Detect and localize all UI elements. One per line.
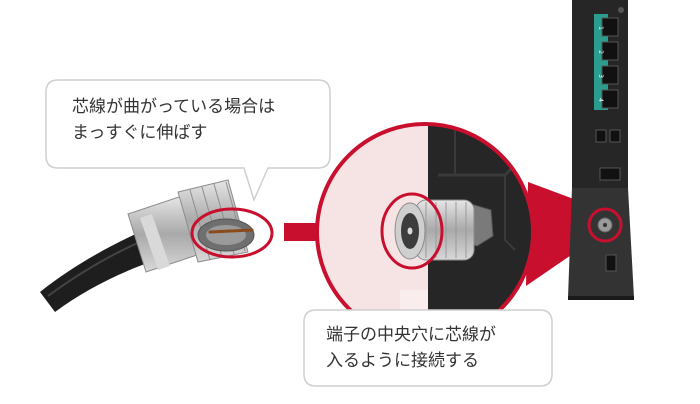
core-wire	[208, 228, 254, 234]
port-label-2: 2	[597, 50, 604, 54]
antenna-terminal	[597, 217, 613, 233]
phone-ports	[595, 129, 621, 143]
port-label-3: 3	[597, 74, 604, 78]
port-labels: 1 2 3 4	[597, 26, 604, 102]
coax-cable	[40, 232, 150, 312]
port-label-strip	[594, 14, 608, 110]
terminal-highlight-ring	[380, 192, 444, 270]
callout-top-line-1: 芯線が曲がっている場合は	[72, 97, 276, 117]
callout-bottom-line-2: 入るように接続する	[326, 351, 479, 371]
core-wire-highlight-ring	[190, 207, 274, 259]
port-label-1: 1	[597, 26, 604, 30]
antenna-terminal-highlight-ring	[587, 207, 623, 243]
lan-ports	[601, 17, 619, 109]
callout-bubble-top	[45, 79, 331, 203]
callout-top-line-2: まっすぐに伸ばす	[72, 123, 208, 143]
callout-bubble-bottom	[303, 309, 553, 387]
router-device: 1 2 3 4	[568, 0, 634, 300]
port-label-4: 4	[597, 98, 604, 102]
callout-bottom-line-1: 端子の中央穴に芯線が	[326, 325, 496, 345]
f-connector	[127, 179, 255, 273]
